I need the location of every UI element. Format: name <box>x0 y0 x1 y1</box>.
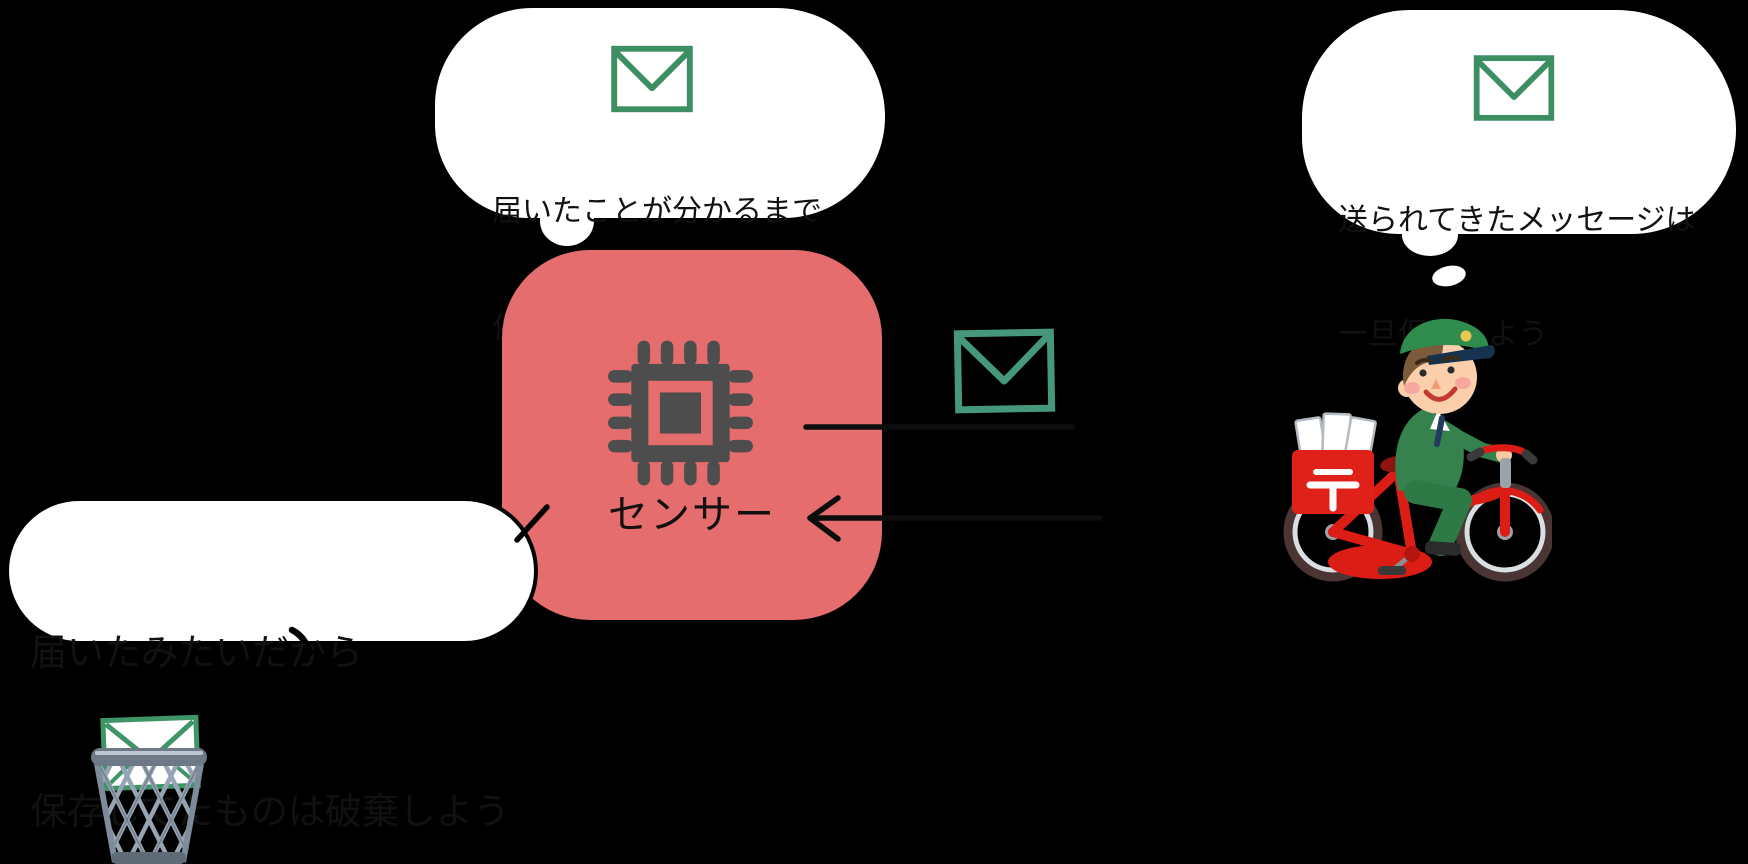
bubble-text-line: 送られてきたメッセージは <box>1338 204 1696 237</box>
envelope-icon <box>611 45 693 113</box>
bubble-tail-bump <box>1402 214 1458 256</box>
thought-bubble-incoming-store <box>1302 10 1736 234</box>
bubble-tail-bump <box>540 196 594 246</box>
basket-body <box>91 748 207 864</box>
wire-trash-basket-icon <box>91 714 207 864</box>
message-arrows <box>803 424 1103 542</box>
envelope-icon <box>953 328 1056 414</box>
bubble-tail-stroke <box>514 504 550 543</box>
arrow-left-incoming <box>807 495 1103 542</box>
sensor-label: センサー <box>608 493 776 537</box>
envelope-icon <box>1473 55 1555 121</box>
mail-letters <box>1294 412 1377 458</box>
speech-bubble-discard <box>5 497 538 645</box>
chip-icon <box>608 340 753 486</box>
bubble-text-line: 届いたみたいだから <box>30 632 363 673</box>
thought-bubble-store-until-delivered <box>435 8 885 218</box>
bubble-text-line: 届いたことが分かるまで <box>492 195 822 228</box>
postman-rider <box>1395 318 1512 556</box>
bubble-tail-comma <box>288 626 314 656</box>
handlebar <box>1466 444 1538 488</box>
postal-mark <box>1306 469 1360 512</box>
pedal <box>1378 566 1406 575</box>
postman-on-red-bicycle-illustration <box>1283 318 1552 582</box>
